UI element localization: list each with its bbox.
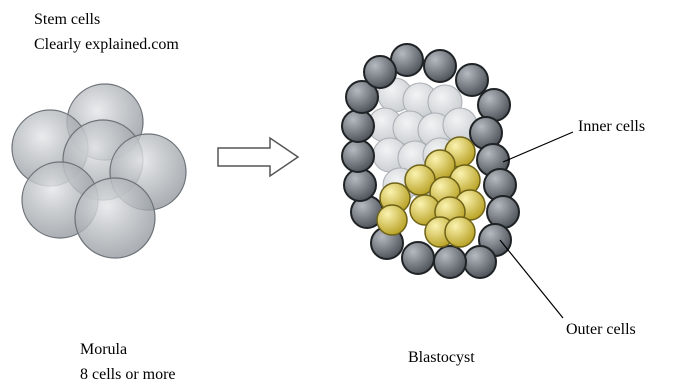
inner-cell	[444, 216, 476, 248]
inner-cell-mass	[376, 136, 486, 248]
outer-cell	[341, 139, 375, 173]
outer-cell	[345, 80, 379, 114]
outer-cell	[455, 63, 489, 97]
inner-cells-pointer	[502, 131, 574, 163]
outer-cell	[433, 245, 467, 279]
outer-cell	[463, 245, 497, 279]
outer-cell	[401, 241, 435, 275]
outer-cell	[477, 88, 511, 122]
header-subtitle: Clearly explained.com	[34, 36, 179, 53]
inner-cells-label: Inner cells	[578, 118, 646, 135]
outer-cells-pointer	[499, 239, 564, 319]
morula-cluster	[11, 83, 187, 259]
blastocyst	[341, 43, 520, 279]
transition-arrow-icon	[217, 136, 300, 178]
outer-cell	[343, 168, 377, 202]
morula-cell	[74, 177, 156, 259]
morula-sublabel: 8 cells or more	[80, 366, 176, 383]
outer-cell	[341, 109, 375, 143]
outer-cell	[363, 55, 397, 89]
inner-cell	[376, 204, 408, 236]
outer-cell-ring	[341, 43, 520, 279]
header-title: Stem cells	[34, 11, 101, 28]
outer-cells-label: Outer cells	[566, 321, 636, 338]
outer-cell	[423, 49, 457, 83]
outer-cell	[486, 195, 520, 229]
morula-label: Morula	[80, 341, 128, 358]
blastocyst-label: Blastocyst	[408, 349, 475, 366]
